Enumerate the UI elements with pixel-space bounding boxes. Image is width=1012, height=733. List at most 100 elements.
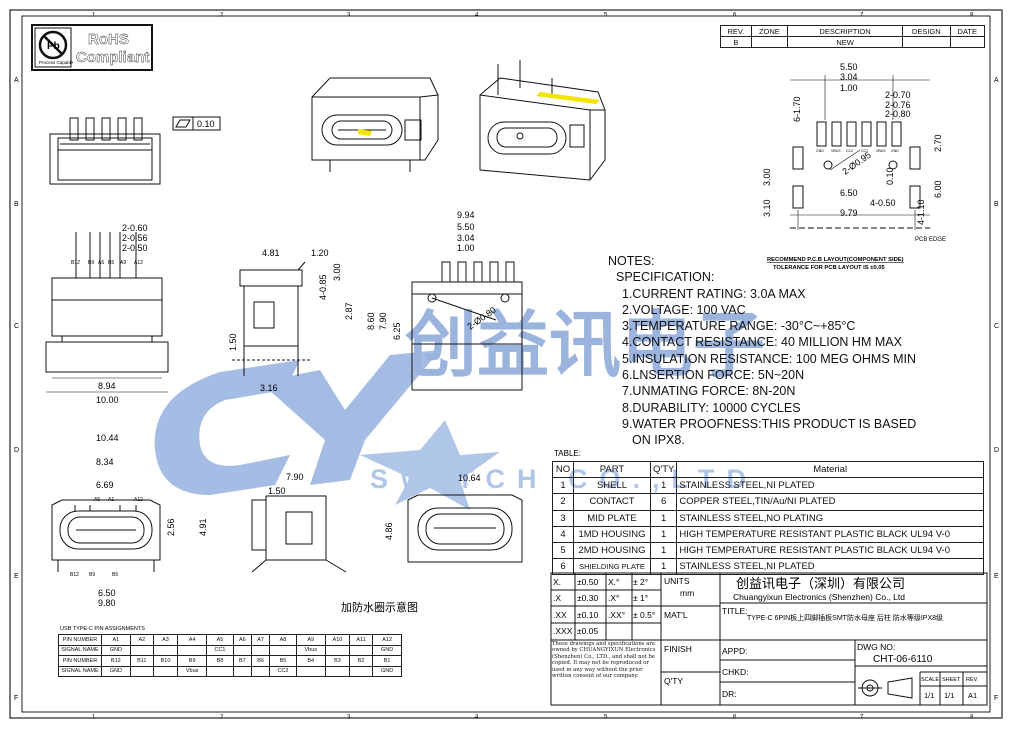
svg-text:±0.30: ±0.30	[577, 593, 598, 603]
bottom-mid-labels: 7.90 1.50	[268, 472, 304, 496]
pin-cell: B12	[101, 655, 131, 667]
pin-cell	[324, 665, 350, 677]
pcb-pad-labels: GND VBUS CC2 CC1 VBUS GND	[816, 149, 899, 153]
pin-cell: A1	[101, 634, 131, 646]
svg-text:4-0.50: 4-0.50	[870, 198, 896, 208]
pin-cell: A6	[232, 634, 252, 646]
description-header: DESCRIPTION	[787, 25, 904, 37]
frame-column-label: 8	[970, 715, 974, 721]
parts-table: NO PART Q'TY Material 1 SHELL 1 STAINLES…	[552, 460, 984, 576]
svg-text:.X°: .X°	[608, 593, 619, 603]
qty-cell: 1	[649, 541, 678, 560]
front-view-pins	[45, 232, 169, 393]
frame-column-label: 6	[733, 13, 737, 19]
svg-text:X.°: X.°	[608, 577, 619, 587]
svg-text:2-0.50: 2-0.50	[122, 243, 148, 253]
frame-row-label: C	[14, 323, 19, 330]
pin-cell: B7	[232, 655, 252, 667]
pin-cell: A11	[348, 634, 374, 646]
pin-cell: B8	[206, 655, 234, 667]
pcb-tolerance: TOLERANCE FOR PCB LAYOUT IS ±0.05	[773, 265, 886, 271]
svg-text:3.00: 3.00	[332, 263, 342, 281]
material-cell: COPPER STEEL,TIN/Au/NI PLATED	[676, 493, 984, 511]
side-view-labels: 4.81 1.20 4-0.85 3.00 1.50 3.16 2.87	[228, 248, 354, 393]
no-cell: 5	[552, 541, 574, 560]
pin-cell	[348, 644, 374, 656]
pin-cell	[250, 644, 271, 656]
frame-column-label: 3	[347, 715, 351, 721]
pin-cell: B5	[269, 655, 297, 667]
bottom-left-labels: 10.44 8.34 6.69 2.56 4.91 6.50 9.80 A5 A…	[70, 433, 208, 608]
pcb-dimension-labels: 5.50 3.04 1.00 2-0.70 2-0.76 2-0.80 6-1.…	[762, 62, 946, 243]
svg-text:CHT-06-6110: CHT-06-6110	[873, 654, 933, 665]
pin-cell: B10	[152, 655, 179, 667]
frame-row-label: D	[14, 447, 19, 454]
svg-text:5.50: 5.50	[457, 222, 475, 232]
svg-text:B9: B9	[89, 572, 95, 578]
svg-text:SCALE: SCALE	[921, 677, 939, 683]
svg-text:± 2°: ± 2°	[633, 577, 648, 587]
pin-cell	[324, 644, 350, 656]
table-row: 3 MID PLATE 1 STAINLESS STEEL,NO PLATING	[552, 509, 984, 527]
svg-text:2-0.76: 2-0.76	[885, 100, 911, 110]
svg-text:9.80: 9.80	[98, 598, 116, 608]
part-cell: 2MD HOUSING	[573, 541, 651, 560]
pin-cell: A8	[269, 634, 297, 646]
title-block-text: X. ±0.50 X.° ± 2° .X ±0.30 .X° ± 1° .XX …	[553, 576, 979, 700]
frame-row-label: E	[994, 573, 999, 580]
pin-row-header: PIN NUMBER	[58, 634, 102, 646]
svg-text:B5: B5	[112, 572, 118, 578]
frame-column-label: 8	[970, 13, 974, 19]
svg-text:APPD:: APPD:	[722, 646, 748, 656]
pin-cell	[232, 665, 252, 677]
svg-text:±0.05: ±0.05	[577, 626, 598, 636]
frame-column-label: 4	[475, 715, 479, 721]
no-cell: 3	[552, 509, 574, 527]
svg-text:2-0.80: 2-0.80	[885, 109, 911, 119]
frame-column-label: 5	[604, 715, 608, 721]
svg-text:10.00: 10.00	[96, 395, 119, 405]
note-item: 4.CONTACT RESISTANCE: 40 MILLION HM MAX	[622, 335, 902, 350]
rohs-line1: RoHS	[88, 31, 129, 48]
qty-cell: 1	[649, 509, 678, 527]
svg-text:PCB EDGE: PCB EDGE	[915, 237, 946, 243]
bottom-right-labels: 10.64 4.86	[384, 473, 481, 540]
pcb-layout	[790, 75, 930, 230]
table-row: 2 CONTACT 6 COPPER STEEL,TIN/Au/NI PLATE…	[552, 493, 984, 511]
rohs-line2: Compliant	[76, 49, 149, 66]
pin-cell: A4	[177, 634, 208, 646]
notes-spec-heading: SPECIFICATION:	[616, 270, 715, 285]
pin-cell: A2	[129, 634, 154, 646]
frame-column-label: 1	[92, 13, 96, 19]
iso-view-rear	[479, 60, 606, 181]
frame-row-label: B	[994, 201, 999, 208]
date-header: DATE	[949, 25, 986, 37]
note-item: 5.INSULATION RESISTANCE: 100 MEG OHMS MI…	[622, 351, 917, 366]
svg-text:8.60: 8.60	[366, 312, 376, 330]
svg-text:± 1°: ± 1°	[633, 593, 648, 603]
parts-header-row: NO PART Q'TY Material	[552, 460, 984, 479]
svg-text:TYPE-C 6PIN板上四脚插板SMT防水母座 后柱 防水: TYPE-C 6PIN板上四脚插板SMT防水母座 后柱 防水等级IPX8级	[747, 613, 943, 622]
note-item: 1.CURRENT RATING: 3.0A MAX	[622, 286, 806, 301]
bottom-right-view	[407, 494, 523, 563]
part-cell: SHIELDING PLATE	[573, 558, 651, 576]
table-row: 4 1MD HOUSING 1 HIGH TEMPERATURE RESISTA…	[552, 525, 984, 543]
svg-text:1.50: 1.50	[228, 333, 238, 351]
svg-text:3.16: 3.16	[260, 383, 278, 393]
frame-row-label: B	[14, 201, 19, 208]
svg-text:.XXX: .XXX	[553, 626, 573, 636]
notes-block: NOTES: SPECIFICATION: 1.CURRENT RATING: …	[608, 253, 948, 449]
svg-text:±0.50: ±0.50	[577, 577, 598, 587]
svg-text:mm: mm	[680, 588, 694, 598]
pin-cell: A12	[372, 634, 402, 646]
pin-row-header: SIGNAL NAME	[58, 665, 102, 677]
pin-cell	[129, 665, 154, 677]
svg-text:1.50: 1.50	[268, 486, 286, 496]
top-front-view	[49, 117, 161, 185]
rev-header: REV.	[720, 25, 752, 37]
svg-text:B5: B5	[108, 260, 114, 266]
svg-text:A5: A5	[98, 260, 104, 266]
